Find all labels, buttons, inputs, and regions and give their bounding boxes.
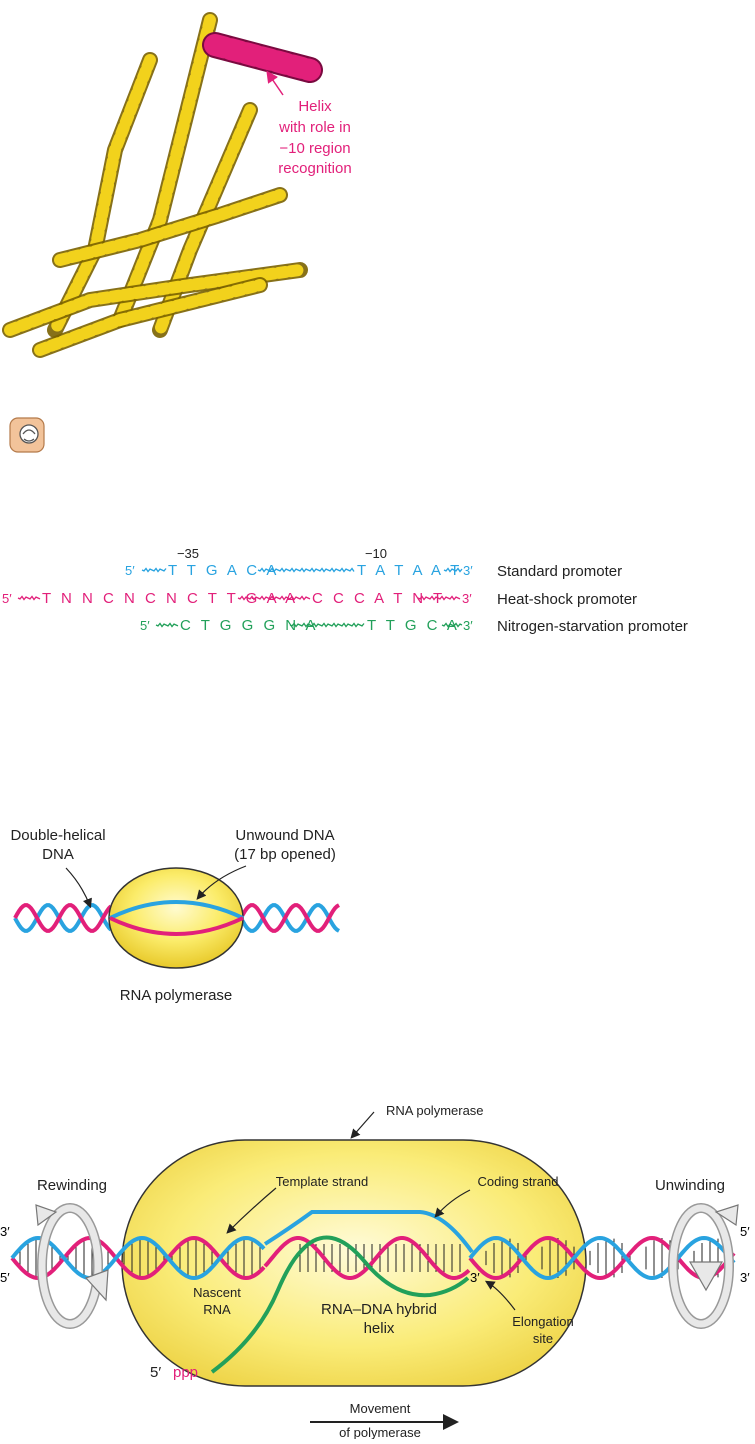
elongation-complex-diagram: RNA polymerase Rewinding Unwinding Templ… [0,1103,750,1440]
unwound-dna-label-2: (17 bp opened) [234,846,336,863]
helix-coil [114,14,216,326]
rewinding-rotation-arrow [35,1203,109,1329]
movement-label-2: of polymerase [339,1425,421,1439]
coding-strand-left [10,1235,266,1281]
helix-coil [34,279,266,356]
hybrid-helix-label-1: RNA–DNA hybrid [321,1301,437,1318]
spacer-wave [441,622,463,628]
coding-strand-label: Coding strand [478,1174,559,1189]
unwinding-label: Unwinding [655,1177,725,1194]
hybrid-helix-label-2: helix [364,1320,395,1337]
nascent-rna-label-2: RNA [203,1302,231,1317]
rna-polymerase-label-d: RNA polymerase [386,1103,484,1118]
minus10-box: T A T A A T [357,562,462,579]
spacer-wave [141,567,167,573]
unwound-dna-pointer [196,865,247,900]
standard-promoter-row: 5′ T T G A C A T A T A A T 3′ Standard p… [125,562,622,580]
coding-strand-pointer [434,1189,471,1218]
spacer-wave [289,622,365,628]
recognition-helix-pink [202,32,323,83]
helix-coil [54,189,286,266]
double-helical-pointer [65,867,92,909]
template-strand-right [468,1235,736,1281]
five-prime-label: 5′ [125,563,135,578]
right-five-prime: 5′ [740,1224,750,1239]
minus10-box: T T G C A [367,617,460,634]
unwound-strand-pink [109,916,244,936]
promoter-sequences: −35 −10 5′ T T G A C A T A T A A T 3′ St… [2,546,688,635]
rna-polymerase-ellipse [108,867,244,969]
double-helix-right [239,903,340,933]
interactive-hand-icon[interactable] [9,417,45,453]
spacer-wave [17,595,41,601]
coding-strand-right [468,1235,736,1281]
helix-label-line-2: with role in [278,119,351,136]
template-strand-left [10,1235,266,1281]
minus10-box: C C C A T N T [312,590,445,607]
heat-shock-promoter-label: Heat-shock promoter [497,591,637,608]
protein-ribbon [2,12,308,358]
nascent-rna-label-1: Nascent [193,1285,241,1300]
elongation-site-label-1: Elongation [512,1314,573,1329]
double-helix-left [13,903,113,933]
unwound-strand-blue [109,900,244,920]
position-minus-35: −35 [177,546,199,561]
rna-three-prime-end: 3′ [470,1270,480,1285]
helix-pointer-arrow [266,70,284,96]
unwinding-rotation-arrow [668,1203,739,1329]
double-helical-label-2: DNA [42,846,74,863]
spacer-wave [417,595,461,601]
helix-coil [49,54,156,336]
three-prime-label: 3′ [462,591,472,606]
three-prime-label: 3′ [463,618,473,633]
template-strand-hybrid [263,1236,471,1280]
sigma-factor-ribbon-structure [2,12,323,358]
rna-polymerase-label: RNA polymerase [120,987,233,1004]
standard-promoter-label: Standard promoter [497,563,622,580]
helix-label-line-1: Helix [298,98,332,115]
dna-strands [10,1210,736,1281]
spacer-wave [443,567,463,573]
dna-strand-pink [239,903,340,933]
ppp-five-prime: 5′ [150,1364,161,1381]
nascent-rna-strand [210,1235,470,1374]
minus35-box: C T G G G N A [180,617,318,634]
elongation-site-label-2: site [533,1331,553,1346]
dna-strand-blue [13,903,113,933]
template-strand-label: Template strand [276,1174,369,1189]
polymerase-pointer [350,1111,375,1139]
heat-shock-promoter-row: 5′ T N N C N C N C T T G A A C C C A T N… [2,590,637,608]
right-three-prime: 3′ [740,1270,750,1285]
left-five-prime: 5′ [0,1270,10,1285]
rewinding-label: Rewinding [37,1177,107,1194]
nitrogen-starvation-promoter-label: Nitrogen-starvation promoter [497,618,688,635]
open-complex-diagram: Double-helical DNA Unwound DNA (17 bp op… [10,827,340,1004]
spacer-wave [237,595,311,601]
spacer-wave [257,567,355,573]
helix-coil [4,264,306,336]
minus35-box: T T G A C A [168,562,279,579]
movement-label-1: Movement [350,1401,411,1416]
five-prime-label: 5′ [2,591,12,606]
nitrogen-starvation-promoter-row: 5′ C T G G G N A T T G C A 3′ Nitrogen-s… [140,617,688,635]
triphosphate-label: ppp [173,1364,198,1381]
five-prime-label: 5′ [140,618,150,633]
coding-strand-displaced [263,1210,474,1254]
dna-strand-blue [239,903,340,933]
left-three-prime: 3′ [0,1224,10,1239]
helix-label-line-4: recognition [278,160,351,177]
unwound-dna-label-1: Unwound DNA [235,827,334,844]
position-minus-10: −10 [365,546,387,561]
elongation-site-pointer [484,1280,516,1311]
spacer-wave [155,622,179,628]
dna-strand-pink [13,903,113,933]
helix-label-line-3: −10 region [279,140,350,157]
double-helical-label-1: Double-helical [10,827,105,844]
three-prime-label: 3′ [463,563,473,578]
minus35-box: T N N C N C N C T T G A A [42,590,298,607]
pink-helix-coil [204,34,321,81]
template-strand-pointer [226,1187,277,1234]
